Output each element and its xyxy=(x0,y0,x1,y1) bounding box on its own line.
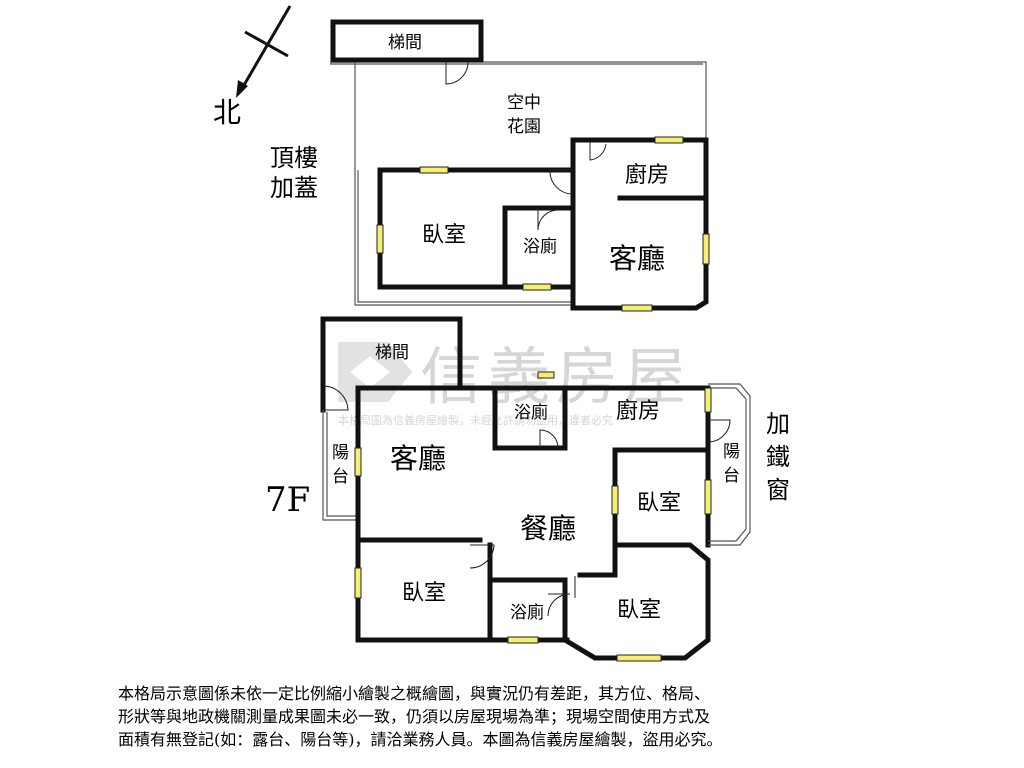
roof-bathroom-label: 浴廁 xyxy=(523,236,557,257)
north-label: 北 xyxy=(213,96,241,129)
floor7-stairwell-label: 梯間 xyxy=(375,343,409,363)
floor7-kitchen-label: 廚房 xyxy=(616,399,660,424)
watermark-notice: 本格局圖為信義房屋繪製，未經允許請勿盜用，違者必究 xyxy=(338,413,613,427)
roof-section-label-1: 頂樓 xyxy=(270,144,318,172)
disclaimer-line-2: 形狀等與地政機關測量成果圖未必一致，仍須以房屋現場為準；現場空間使用方式及 xyxy=(118,707,711,726)
disclaimer-line-3: 面積有無登記(如：露台、陽台等)，請洽業務人員。本圖為信義房屋繪製，盜用必究。 xyxy=(118,730,723,749)
roof-living-label: 客廳 xyxy=(609,242,665,275)
floor7-bedroom-bottom-right-label: 臥室 xyxy=(617,598,661,623)
roof-garden-label-2: 花園 xyxy=(507,117,541,137)
roof-stairwell-label: 梯間 xyxy=(388,33,422,53)
disclaimer-note: 本格局示意圖係未依一定比例縮小繪製之概繪圖，與實況仍有差距，其方位、格局、 形狀… xyxy=(118,682,918,751)
floor7-balcony-left-label-2: 台 xyxy=(332,467,349,487)
floor7-bedroom-right-label: 臥室 xyxy=(637,491,681,516)
floor7-bathroom-bottom-label: 浴廁 xyxy=(510,602,544,623)
roof-plan xyxy=(330,19,710,312)
floor7-balcony-right-label-1: 陽 xyxy=(723,442,740,462)
roof-kitchen-label: 廚房 xyxy=(625,163,669,188)
floor7-iron-window-label-3: 窗 xyxy=(766,476,790,504)
disclaimer-line-1: 本格局示意圖係未依一定比例縮小繪製之概繪圖，與實況仍有差距，其方位、格局、 xyxy=(118,684,711,703)
floor7-balcony-right-label-2: 台 xyxy=(723,466,740,486)
floor7-balcony-left-label-1: 陽 xyxy=(332,443,349,463)
floor7-bathroom-top-label: 浴廁 xyxy=(514,402,548,423)
floor7-floor-label: 7F xyxy=(265,480,310,520)
floor7-living-label: 客廳 xyxy=(390,442,446,475)
north-arrow-icon xyxy=(236,5,292,98)
floor7-iron-window-label-1: 加 xyxy=(766,410,790,438)
floor7-plan xyxy=(320,316,751,662)
roof-section-label-2: 加蓋 xyxy=(270,174,318,202)
floor7-bedroom-bottom-left-label: 臥室 xyxy=(402,581,446,606)
roof-bedroom-label: 臥室 xyxy=(422,223,466,248)
floor7-iron-window-label-2: 鐵 xyxy=(766,443,790,471)
roof-garden-label-1: 空中 xyxy=(507,93,541,113)
floor7-dining-label: 餐廳 xyxy=(520,512,576,545)
